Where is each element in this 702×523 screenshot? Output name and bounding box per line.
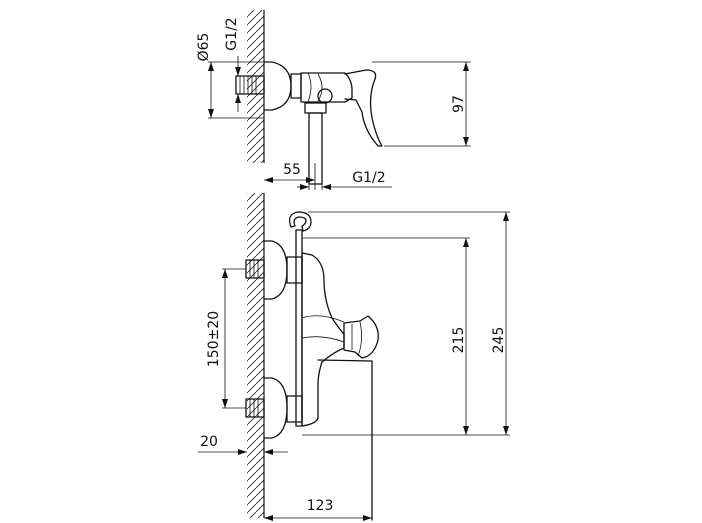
dimension-centers: 150±20 (206, 268, 246, 409)
dimension-offset-label: 20 (200, 434, 218, 450)
mixer-body-front (301, 252, 345, 427)
dimension-projection: 123 (264, 498, 372, 521)
dimension-height-total: 245 (308, 211, 510, 436)
front-view: 150±20 20 215 245 (198, 193, 510, 521)
flange-nut-top (290, 73, 302, 99)
dimension-thread-outlet: G1/2 (297, 170, 392, 190)
dimension-diameter: Ø65 (196, 33, 264, 119)
dimension-projection-label: 123 (307, 498, 334, 514)
hand-shower-hook (288, 211, 312, 232)
cartridge-housing (343, 315, 379, 359)
dimension-depth-label: 55 (283, 162, 301, 178)
slide-bar (295, 229, 303, 427)
dimension-height-holder-label: 215 (451, 327, 467, 354)
outlet-pipe-top (308, 112, 323, 185)
dimension-centers-label: 150±20 (206, 311, 222, 367)
dimension-thread-top-label: G1/2 (224, 17, 240, 50)
dimension-depth: 55 (264, 162, 316, 190)
side-view: Ø65 G1/2 97 55 (196, 10, 471, 190)
wall-flange-lower (263, 377, 288, 439)
dimension-offset: 20 (198, 434, 288, 455)
inlet-connector-top (235, 75, 265, 95)
dimension-height-total-label: 245 (491, 327, 507, 354)
dimension-height-holder: 215 (302, 237, 470, 436)
mixer-body-top (300, 72, 353, 103)
dimension-height-side-label: 97 (451, 95, 467, 113)
wall-flange-top (263, 61, 292, 111)
outlet-spout-front (317, 359, 373, 521)
lever-handle-top (344, 69, 383, 147)
dimension-thread-top: G1/2 (224, 17, 247, 112)
wall-flange-upper (263, 240, 288, 300)
dimension-diameter-label: Ø65 (196, 33, 212, 62)
dimension-height-side: 97 (372, 61, 471, 147)
wall-hatch-bottom (247, 193, 264, 518)
wall-hatch-top (247, 10, 264, 163)
inlet-connector-upper (245, 259, 265, 279)
dimension-thread-outlet-label: G1/2 (352, 170, 385, 186)
